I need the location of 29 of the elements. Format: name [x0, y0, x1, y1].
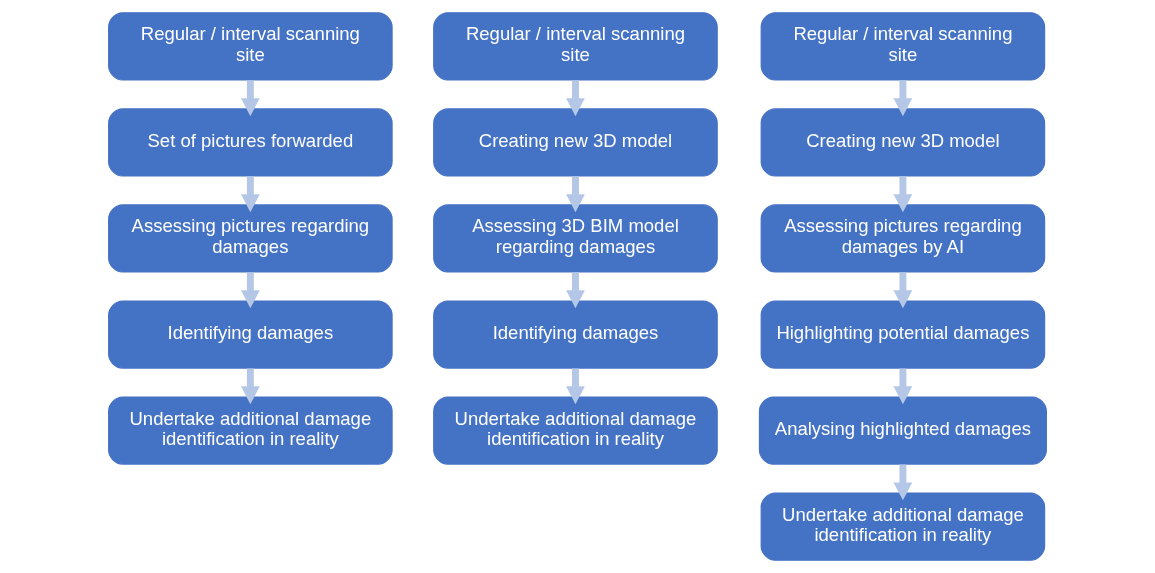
- node-box: Undertake additional damage identification in reality: [760, 492, 1046, 561]
- node-box: Regular / interval scanning site: [433, 12, 718, 81]
- arrow: [893, 272, 913, 309]
- node-box: Identifying damages: [433, 300, 718, 369]
- node-box: Creating new 3D model: [760, 108, 1046, 177]
- node-box: Undertake additional damage identification in reality: [108, 396, 393, 465]
- node-box: Assessing pictures regarding damages by AI: [760, 204, 1046, 273]
- arrow: [893, 464, 913, 501]
- node-box: Identifying damages: [108, 300, 393, 369]
- node-box: Regular / interval scanning site: [760, 12, 1046, 81]
- node-box: Assessing 3D BIM model regarding damages: [433, 204, 718, 273]
- arrow: [566, 176, 585, 213]
- arrow: [566, 368, 585, 405]
- node-box: Undertake additional damage identification in reality: [433, 396, 718, 465]
- arrow: [241, 80, 260, 117]
- arrow: [893, 80, 913, 117]
- arrow: [566, 80, 585, 117]
- arrow: [241, 176, 260, 213]
- arrow: [241, 272, 260, 309]
- arrow: [893, 368, 913, 405]
- node-box: Highlighting potential damages: [760, 300, 1046, 369]
- arrow: [566, 272, 585, 309]
- node-box: Set of pictures forwarded: [108, 108, 393, 177]
- arrow: [893, 176, 913, 213]
- arrow: [241, 368, 260, 405]
- node-box: Regular / interval scanning site: [108, 12, 393, 81]
- node-box: Assessing pictures regarding damages: [108, 204, 393, 273]
- node-box: Creating new 3D model: [433, 108, 718, 177]
- node-box: Analysing highlighted damages: [758, 396, 1047, 465]
